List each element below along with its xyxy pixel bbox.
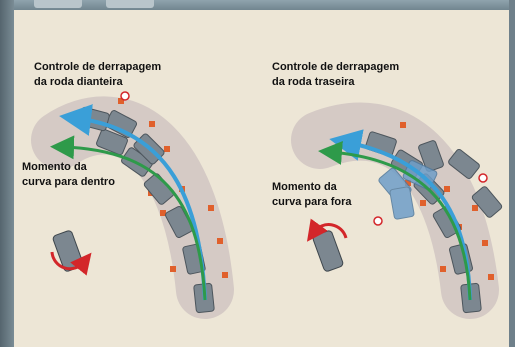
- left-diagram-title: Controle de derrapagem da roda dianteira: [34, 61, 162, 88]
- brake-indicator: [478, 173, 488, 183]
- right-moment-label: Momento da curva para fora: [272, 181, 352, 208]
- rotation-arrow-icon: [50, 251, 92, 276]
- moment-car-left: [50, 230, 92, 276]
- left-diagram: [31, 91, 234, 319]
- right-frame-edge: [509, 0, 515, 347]
- brake-indicator: [120, 91, 130, 101]
- left-frame-edge: [0, 0, 14, 347]
- brake-indicator: [373, 216, 383, 226]
- moment-car-right: [306, 218, 348, 272]
- right-diagram: [291, 102, 503, 319]
- green-path-arrow: [318, 141, 472, 301]
- left-moment-label: Momento da curva para dentro: [22, 161, 115, 188]
- right-diagram-title: Controle de derrapagem da roda traseira: [272, 61, 400, 88]
- green-path-arrow: [50, 135, 207, 301]
- rotation-arrow-icon: [306, 218, 348, 242]
- top-tab: [34, 0, 82, 8]
- top-tab: [106, 0, 154, 8]
